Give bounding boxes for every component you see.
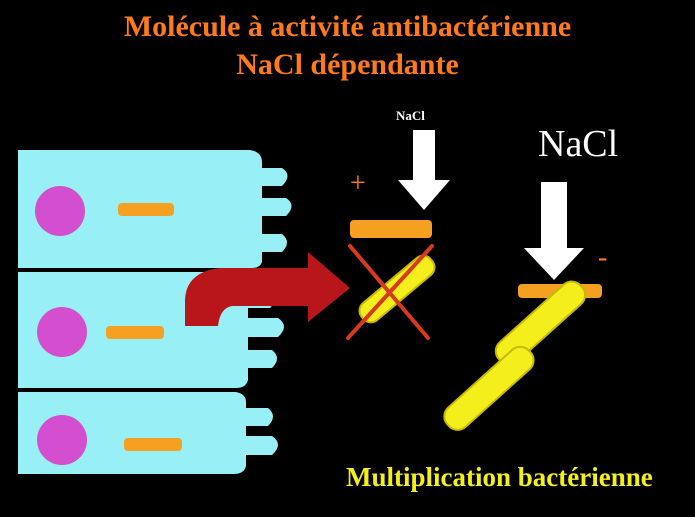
nucleus-middle xyxy=(37,307,87,357)
nacl-arrow-small xyxy=(398,130,450,210)
title-line-2: NaCl dépendante xyxy=(236,48,459,81)
plus-sign: + xyxy=(350,168,366,199)
epithelial-cell-top xyxy=(18,150,292,268)
caption-bacterial-multiplication: Multiplication bactérienne xyxy=(346,462,653,492)
bacterium-upper xyxy=(494,280,587,366)
epithelial-cell-bottom xyxy=(18,392,278,474)
bacterium-lower xyxy=(443,345,535,431)
secretion-arrow xyxy=(185,252,350,326)
nucleus-bottom xyxy=(37,415,87,465)
nacl-label-large: NaCl xyxy=(538,123,619,165)
nucleus-top xyxy=(35,186,85,236)
nacl-label-small: NaCl xyxy=(396,108,425,123)
nacl-arrow-large xyxy=(524,182,584,280)
bacteria-multiplying xyxy=(443,280,587,431)
molecule-cell-bottom xyxy=(124,438,182,451)
molecule-cell-top xyxy=(118,203,174,216)
molecule-cell-middle xyxy=(106,326,164,339)
molecule-active xyxy=(350,220,432,238)
title-line-1: Molécule à activité antibactérienne xyxy=(123,10,572,43)
minus-sign: - xyxy=(598,242,608,273)
epithelial-cells xyxy=(18,150,292,474)
cross-mark xyxy=(346,244,434,340)
